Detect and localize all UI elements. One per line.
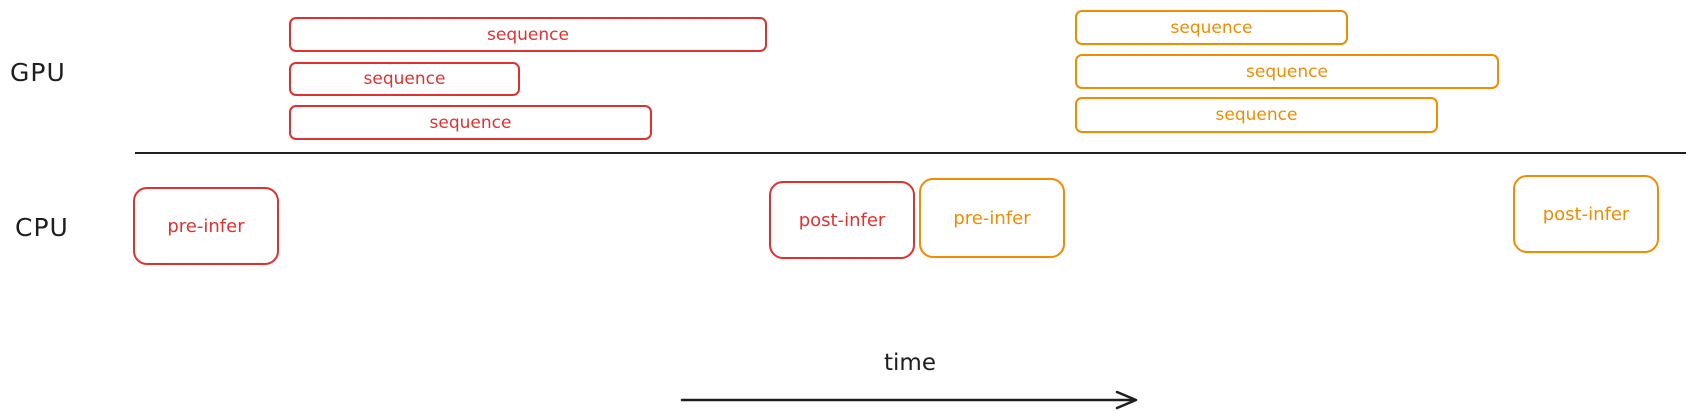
- lane-divider: [135, 152, 1686, 154]
- post-infer-label: post-infer: [798, 209, 886, 231]
- sequence-label: sequence: [429, 112, 512, 133]
- cpu-post-infer-box: post-infer: [769, 181, 915, 259]
- gpu-sequence-box: sequence: [1075, 97, 1438, 133]
- cpu-pre-infer-box: pre-infer: [133, 187, 279, 265]
- time-arrow-icon: [680, 390, 1138, 410]
- gpu-sequence-box: sequence: [289, 62, 520, 96]
- post-infer-label: post-infer: [1542, 203, 1630, 225]
- sequence-label: sequence: [363, 69, 446, 89]
- sequence-label: sequence: [1246, 61, 1328, 82]
- sequence-label: sequence: [1170, 17, 1253, 38]
- gpu-sequence-box: sequence: [289, 17, 767, 52]
- cpu-lane-label: CPU: [15, 213, 69, 242]
- gpu-sequence-box: sequence: [289, 105, 652, 140]
- gpu-sequence-box: sequence: [1075, 54, 1499, 89]
- pre-infer-label: pre-infer: [167, 215, 245, 237]
- cpu-post-infer-box: post-infer: [1513, 175, 1659, 253]
- time-axis-label: time: [884, 350, 936, 376]
- gpu-lane-label: GPU: [10, 58, 66, 87]
- sequence-label: sequence: [487, 24, 569, 45]
- cpu-pre-infer-box: pre-infer: [919, 178, 1065, 258]
- pre-infer-label: pre-infer: [953, 207, 1031, 229]
- gpu-sequence-box: sequence: [1075, 10, 1348, 45]
- sequence-label: sequence: [1215, 105, 1298, 125]
